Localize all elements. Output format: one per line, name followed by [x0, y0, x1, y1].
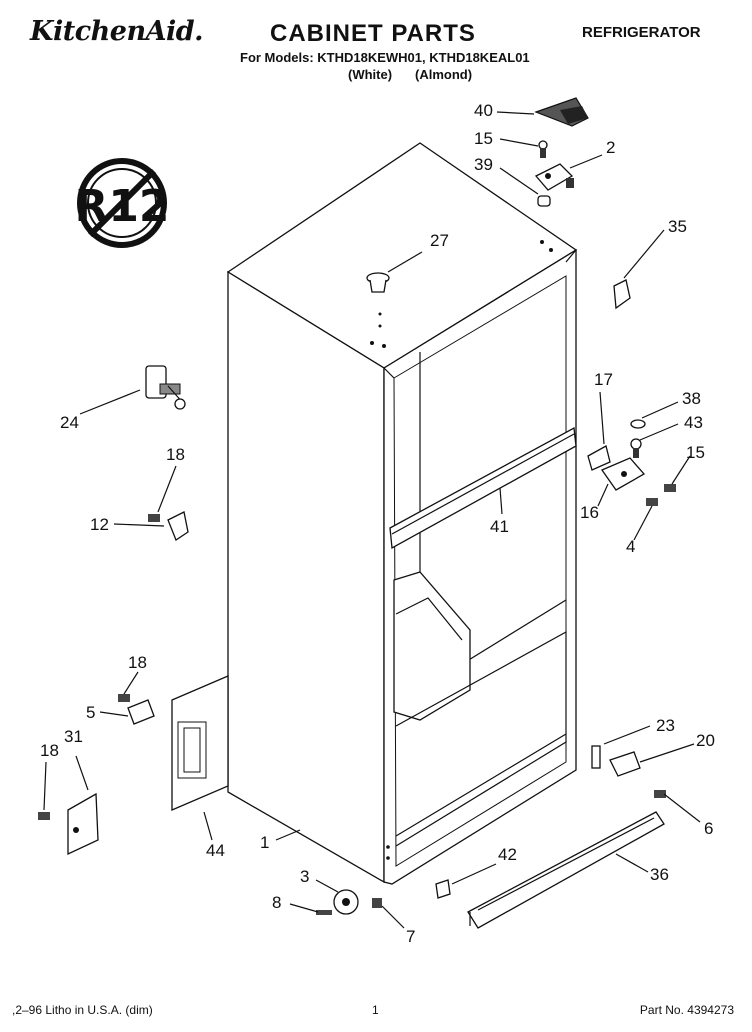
part-16-middle-hinge — [601, 457, 646, 491]
footer-page-number: 1 — [372, 1003, 379, 1017]
callout-18-b: 18 — [128, 653, 147, 672]
part-20-bottom-hinge — [609, 751, 641, 777]
callout-17: 17 — [594, 370, 613, 389]
leader-lines — [43, 111, 701, 929]
cabinet-shell — [226, 142, 578, 885]
part-2-top-hinge — [534, 163, 574, 191]
callout-18-c: 18 — [40, 741, 59, 760]
part-38-washer — [630, 419, 646, 429]
part-18-screw-a — [148, 514, 160, 522]
callout-20: 20 — [696, 731, 715, 750]
callout-16: 16 — [580, 503, 599, 522]
part-36-toe-grille — [467, 811, 665, 929]
callout-3: 3 — [300, 867, 309, 886]
part-6-screw — [654, 790, 666, 798]
callout-12: 12 — [90, 515, 109, 534]
part-27-plug — [366, 272, 390, 328]
callout-40: 40 — [474, 101, 493, 120]
callout-23: 23 — [656, 716, 675, 735]
models-line: For Models: KTHD18KEWH01, KTHD18KEAL01 — [240, 50, 530, 65]
callout-15-right: 15 — [686, 443, 705, 462]
part-31-cover — [67, 792, 99, 856]
callout-24: 24 — [60, 413, 79, 432]
callout-7: 7 — [406, 927, 415, 946]
kitchenaid-logo: KitchenAid. — [30, 16, 204, 47]
part-40-hinge-cover — [534, 97, 589, 127]
callout-2: 2 — [606, 138, 615, 157]
part-43-pin — [630, 438, 642, 458]
part-4-screw — [646, 498, 658, 506]
part-5-bracket — [127, 699, 155, 725]
part-15-screw-top — [538, 140, 548, 158]
callout-labels: 40 15 2 39 35 27 17 38 43 15 24 18 12 41… — [40, 101, 715, 946]
callout-35: 35 — [668, 217, 687, 236]
part-39-spacer — [537, 195, 551, 207]
part-18-screw-b — [118, 694, 130, 702]
r12-badge: R12 — [74, 158, 170, 248]
callout-15-top: 15 — [474, 129, 493, 148]
part-23-shim — [591, 745, 601, 769]
callout-31: 31 — [64, 727, 83, 746]
footer-part-number: Part No. 4394273 — [639, 1003, 734, 1017]
part-15-screw-right — [664, 484, 676, 492]
part-18-screw-c — [38, 812, 50, 820]
color-white-label: (White) — [348, 67, 393, 82]
callout-8: 8 — [272, 893, 281, 912]
part-7-screw — [372, 898, 382, 908]
part-8-screw — [316, 910, 332, 915]
part-24-handle-pin — [145, 365, 186, 410]
callout-4: 4 — [626, 537, 635, 556]
category-label: REFRIGERATOR — [582, 24, 701, 41]
part-41-divider-rail — [389, 426, 577, 550]
callout-44: 44 — [206, 841, 225, 860]
callout-39: 39 — [474, 155, 493, 174]
part-3-roller — [333, 889, 359, 915]
callout-1: 1 — [260, 833, 269, 852]
part-17-hinge-shim — [587, 445, 611, 471]
callout-42: 42 — [498, 845, 517, 864]
callout-18-a: 18 — [166, 445, 185, 464]
callout-41: 41 — [490, 517, 509, 536]
callout-5: 5 — [86, 703, 95, 722]
color-almond-label: (Almond) — [415, 67, 473, 82]
part-44-bracket — [171, 675, 229, 811]
page-title: CABINET PARTS — [270, 20, 476, 47]
callout-27: 27 — [430, 231, 449, 250]
callout-6: 6 — [704, 819, 713, 838]
part-42-clip — [435, 879, 451, 899]
part-12-bracket — [167, 511, 189, 541]
footer-litho: ,2–96 Litho in U.S.A. (dim) — [12, 1003, 153, 1017]
callout-38: 38 — [682, 389, 701, 408]
part-35-trim — [613, 279, 631, 310]
callout-36: 36 — [650, 865, 669, 884]
callout-43: 43 — [684, 413, 703, 432]
